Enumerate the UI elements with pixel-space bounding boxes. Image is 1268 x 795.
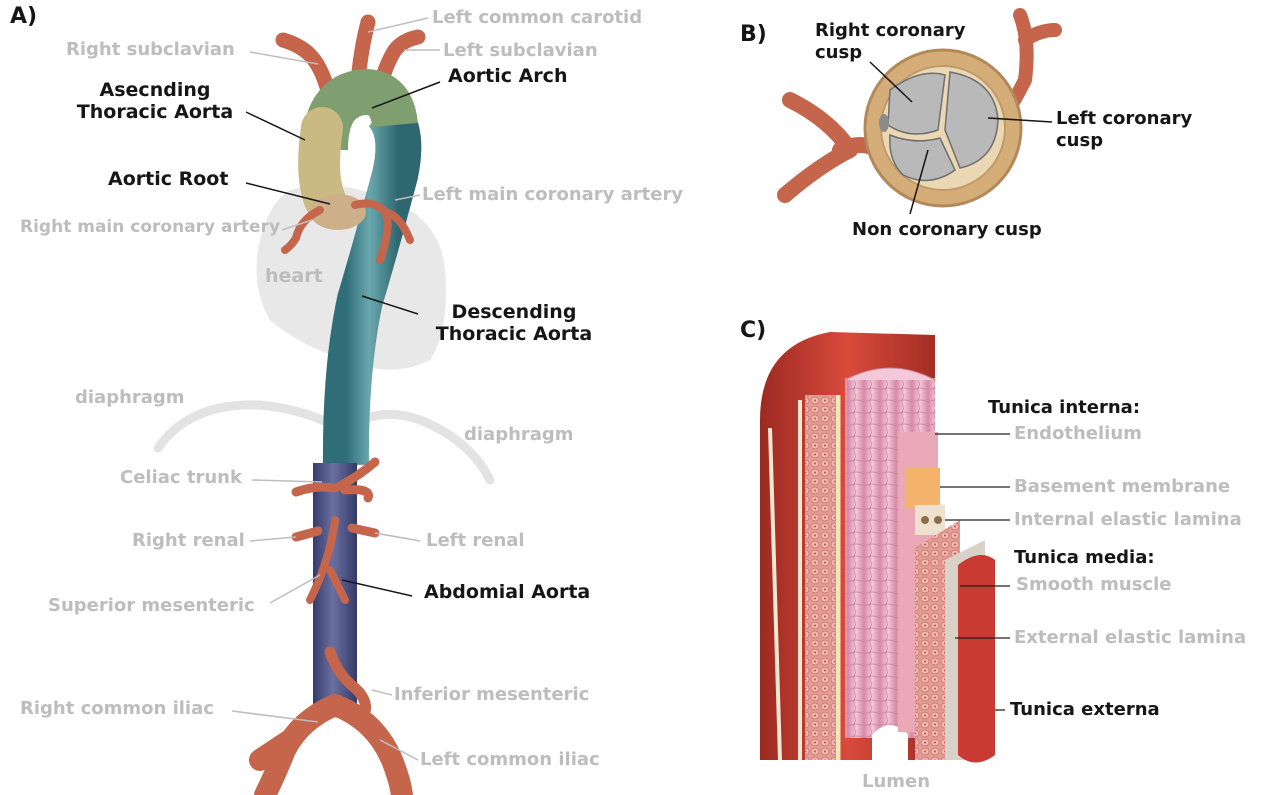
smooth-muscle-label: Smooth muscle <box>1016 575 1171 596</box>
tunica-media-label: Tunica media: <box>1014 548 1155 569</box>
panel-a-illustration <box>158 22 490 795</box>
tunica-interna-label: Tunica interna: <box>988 398 1140 419</box>
superior-mesenteric-label: Superior mesenteric <box>48 596 255 617</box>
aortic-arch-label: Aortic Arch <box>448 66 567 88</box>
ascending-aorta <box>319 128 325 200</box>
ascending-aorta-label: Asecnding Thoracic Aorta <box>66 80 244 124</box>
left-renal-artery <box>352 528 375 533</box>
right-renal-label: Right renal <box>132 531 245 552</box>
external-elastic-lamina-label: External elastic lamina <box>1014 628 1246 649</box>
heart-label: heart <box>265 266 323 288</box>
right-subclavian-label: Right subclavian <box>66 40 235 61</box>
diaphragm-right-label: diaphragm <box>464 425 574 446</box>
left-common-carotid-label: Left common carotid <box>432 8 642 29</box>
right-main-coronary-label: Right main coronary artery <box>20 218 280 238</box>
abdominal-aorta-label: Abdomial Aorta <box>424 582 590 604</box>
left-main-coronary-label: Left main coronary artery <box>422 185 683 206</box>
basement-membrane-label: Basement membrane <box>1014 477 1230 498</box>
right-renal-artery <box>296 531 318 537</box>
lumen-label: Lumen <box>862 772 930 793</box>
left-common-iliac-label: Left common iliac <box>420 750 600 771</box>
right-coronary-cusp-label: Right coronary cusp <box>815 20 965 63</box>
panel-c-label: C) <box>740 318 766 343</box>
basement-membrane-layer <box>905 468 940 508</box>
diaphragm-left-label: diaphragm <box>75 388 185 409</box>
internal-elastic-lamina-label: Internal elastic lamina <box>1014 510 1242 531</box>
descending-aorta-label: Descending Thoracic Aorta <box>422 302 606 346</box>
aortic-root-label: Aortic Root <box>108 169 228 191</box>
panel-c-illustration <box>760 332 995 763</box>
left-coronary-cusp-label: Left coronary cusp <box>1056 108 1192 151</box>
tunica-media-layer <box>805 395 835 760</box>
left-renal-label: Left renal <box>426 531 525 552</box>
tunica-externa-label: Tunica externa <box>1010 700 1160 721</box>
panel-a-label: A) <box>10 4 37 29</box>
endothelium-label: Endothelium <box>1014 424 1142 445</box>
non-coronary-cusp-label: Non coronary cusp <box>852 220 1042 241</box>
celiac-trunk-label: Celiac trunk <box>120 468 242 489</box>
panel-b-label: B) <box>740 22 767 47</box>
inferior-mesenteric-label: Inferior mesenteric <box>394 685 589 706</box>
left-subclavian-label: Left subclavian <box>443 41 598 62</box>
common-iliac-arteries <box>260 705 402 795</box>
right-common-iliac-label: Right common iliac <box>20 699 214 720</box>
